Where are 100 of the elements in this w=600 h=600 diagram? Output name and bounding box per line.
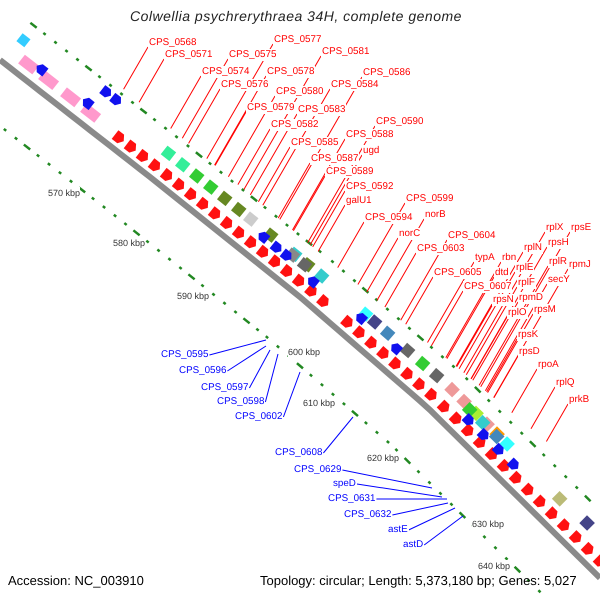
- gene-label: CPS_0605: [433, 267, 482, 279]
- leader-line: [430, 290, 464, 346]
- gene-label: CPS_0575: [228, 49, 278, 61]
- gene-label: rpmD: [518, 292, 544, 304]
- gene-label: CPS_0568: [148, 37, 198, 49]
- scale-label: 610 kbp: [303, 397, 336, 409]
- gene-label: CPS_0578: [266, 66, 316, 78]
- leader-line: [342, 470, 432, 488]
- leader-line: [318, 204, 346, 252]
- gene-label: rpmJ: [568, 259, 592, 271]
- leader-line: [278, 162, 310, 219]
- gene-label: CPS_0604: [447, 230, 496, 242]
- gene-label: rpsD: [518, 346, 541, 358]
- scale-label: 580 kbp: [113, 237, 146, 249]
- leader-line: [292, 176, 326, 232]
- leader-line: [487, 314, 534, 394]
- gene-label: CPS_0608: [274, 447, 324, 459]
- leader-line: [226, 346, 266, 372]
- gene-label: CPS_0596: [178, 365, 228, 377]
- gene-label: secY: [547, 274, 571, 286]
- footer-text: Accession: NC_003910: [8, 575, 144, 587]
- gene-label: CPS_0595: [160, 349, 210, 361]
- gene-label: dtd: [494, 267, 510, 279]
- gene-label: CPS_0581: [321, 46, 370, 58]
- leader-line: [322, 416, 354, 454]
- leader-line: [470, 316, 508, 380]
- gene-label: norC: [398, 228, 422, 240]
- gene-label: rplX: [545, 222, 564, 234]
- leader-line: [237, 128, 270, 186]
- gene-label: CPS_0629: [293, 464, 342, 476]
- gene-label: CPS_0585: [290, 137, 340, 149]
- gene-label: rplO: [507, 307, 528, 319]
- leader-line: [337, 222, 364, 268]
- scale-label: 640 kbp: [478, 560, 510, 572]
- gene-label: rpsN: [492, 294, 515, 306]
- gene-label: rplQ: [555, 377, 576, 389]
- gene-label: galU1: [345, 195, 373, 207]
- gene-label: norB: [424, 209, 447, 221]
- leader-line: [248, 350, 270, 388]
- scale-label: 620 kbp: [367, 452, 400, 464]
- footer-text: Topology: circular; Length: 5,373,180 bp; Genes: 5,027: [260, 575, 577, 587]
- gene-label: CPS_0582: [270, 119, 320, 131]
- gene-label: rbn: [501, 252, 518, 264]
- leader-line: [424, 516, 464, 546]
- gene-label: CPS_0584: [330, 79, 380, 91]
- gene-label: CPS_0589: [325, 166, 374, 178]
- leader-line: [258, 146, 290, 202]
- leader-line: [456, 304, 492, 367]
- leader-line: [466, 286, 518, 376]
- leader-line: [123, 46, 148, 90]
- leader-line: [170, 76, 202, 129]
- leader-line: [312, 190, 346, 248]
- gene-label: CPS_0586: [362, 67, 412, 79]
- gene-label: CPS_0631: [327, 493, 376, 505]
- scale-label: 630 kbp: [472, 518, 504, 530]
- gene-label: CPS_0594: [364, 212, 414, 224]
- scale-label: 570 kbp: [48, 187, 80, 199]
- gene-label: rpsH: [547, 237, 570, 249]
- leader-line: [282, 372, 300, 418]
- leader-line: [472, 302, 518, 381]
- gene-label: rpsK: [517, 329, 540, 341]
- leader-line: [546, 404, 568, 442]
- leader-line: [530, 386, 556, 430]
- gene-label: rplF: [517, 277, 536, 289]
- leader-line: [408, 508, 456, 530]
- gene-label: CPS_0576: [220, 79, 270, 91]
- gene-label: CPS_0607: [463, 281, 512, 293]
- leader-line: [470, 246, 548, 380]
- leader-line: [493, 356, 518, 398]
- gene-label: prkB: [568, 394, 590, 406]
- gene-label: ugd: [362, 145, 380, 157]
- gene-label: CPS_0574: [201, 66, 250, 78]
- leader-line: [138, 58, 164, 103]
- gene-label: CPS_0602: [234, 411, 284, 423]
- scale-label: 600 kbp: [288, 346, 320, 358]
- gene-label: CPS_0598: [216, 396, 266, 408]
- gene-label: speD: [332, 478, 357, 490]
- gene-label: CPS_0599: [405, 193, 454, 205]
- gene-label: CPS_0587: [310, 153, 360, 165]
- leader-line: [208, 340, 266, 356]
- leader-line: [427, 262, 474, 343]
- leader-line: [486, 338, 518, 392]
- gene-label: CPS_0579: [246, 102, 296, 114]
- gene-label: CPS_0580: [275, 86, 324, 98]
- leader-line: [264, 354, 278, 402]
- gene-label: CPS_0577: [273, 34, 322, 46]
- gene-label: rplE: [515, 262, 534, 274]
- leader-line: [376, 498, 448, 500]
- title: Colwellia psychrerythraea 34H, complete genome: [130, 10, 462, 22]
- leader-line: [392, 502, 448, 516]
- leader-line: [478, 266, 548, 386]
- leader-line: [511, 368, 538, 414]
- scale-label: 590 kbp: [177, 290, 210, 302]
- gene-label: rplR: [548, 256, 568, 268]
- gene-label: CPS_0571: [164, 49, 214, 61]
- gene-label: CPS_0588: [345, 129, 394, 141]
- leader-line: [356, 484, 442, 498]
- gene-label: rpoA: [537, 359, 560, 371]
- leader-line: [188, 88, 220, 144]
- leader-line: [366, 238, 398, 292]
